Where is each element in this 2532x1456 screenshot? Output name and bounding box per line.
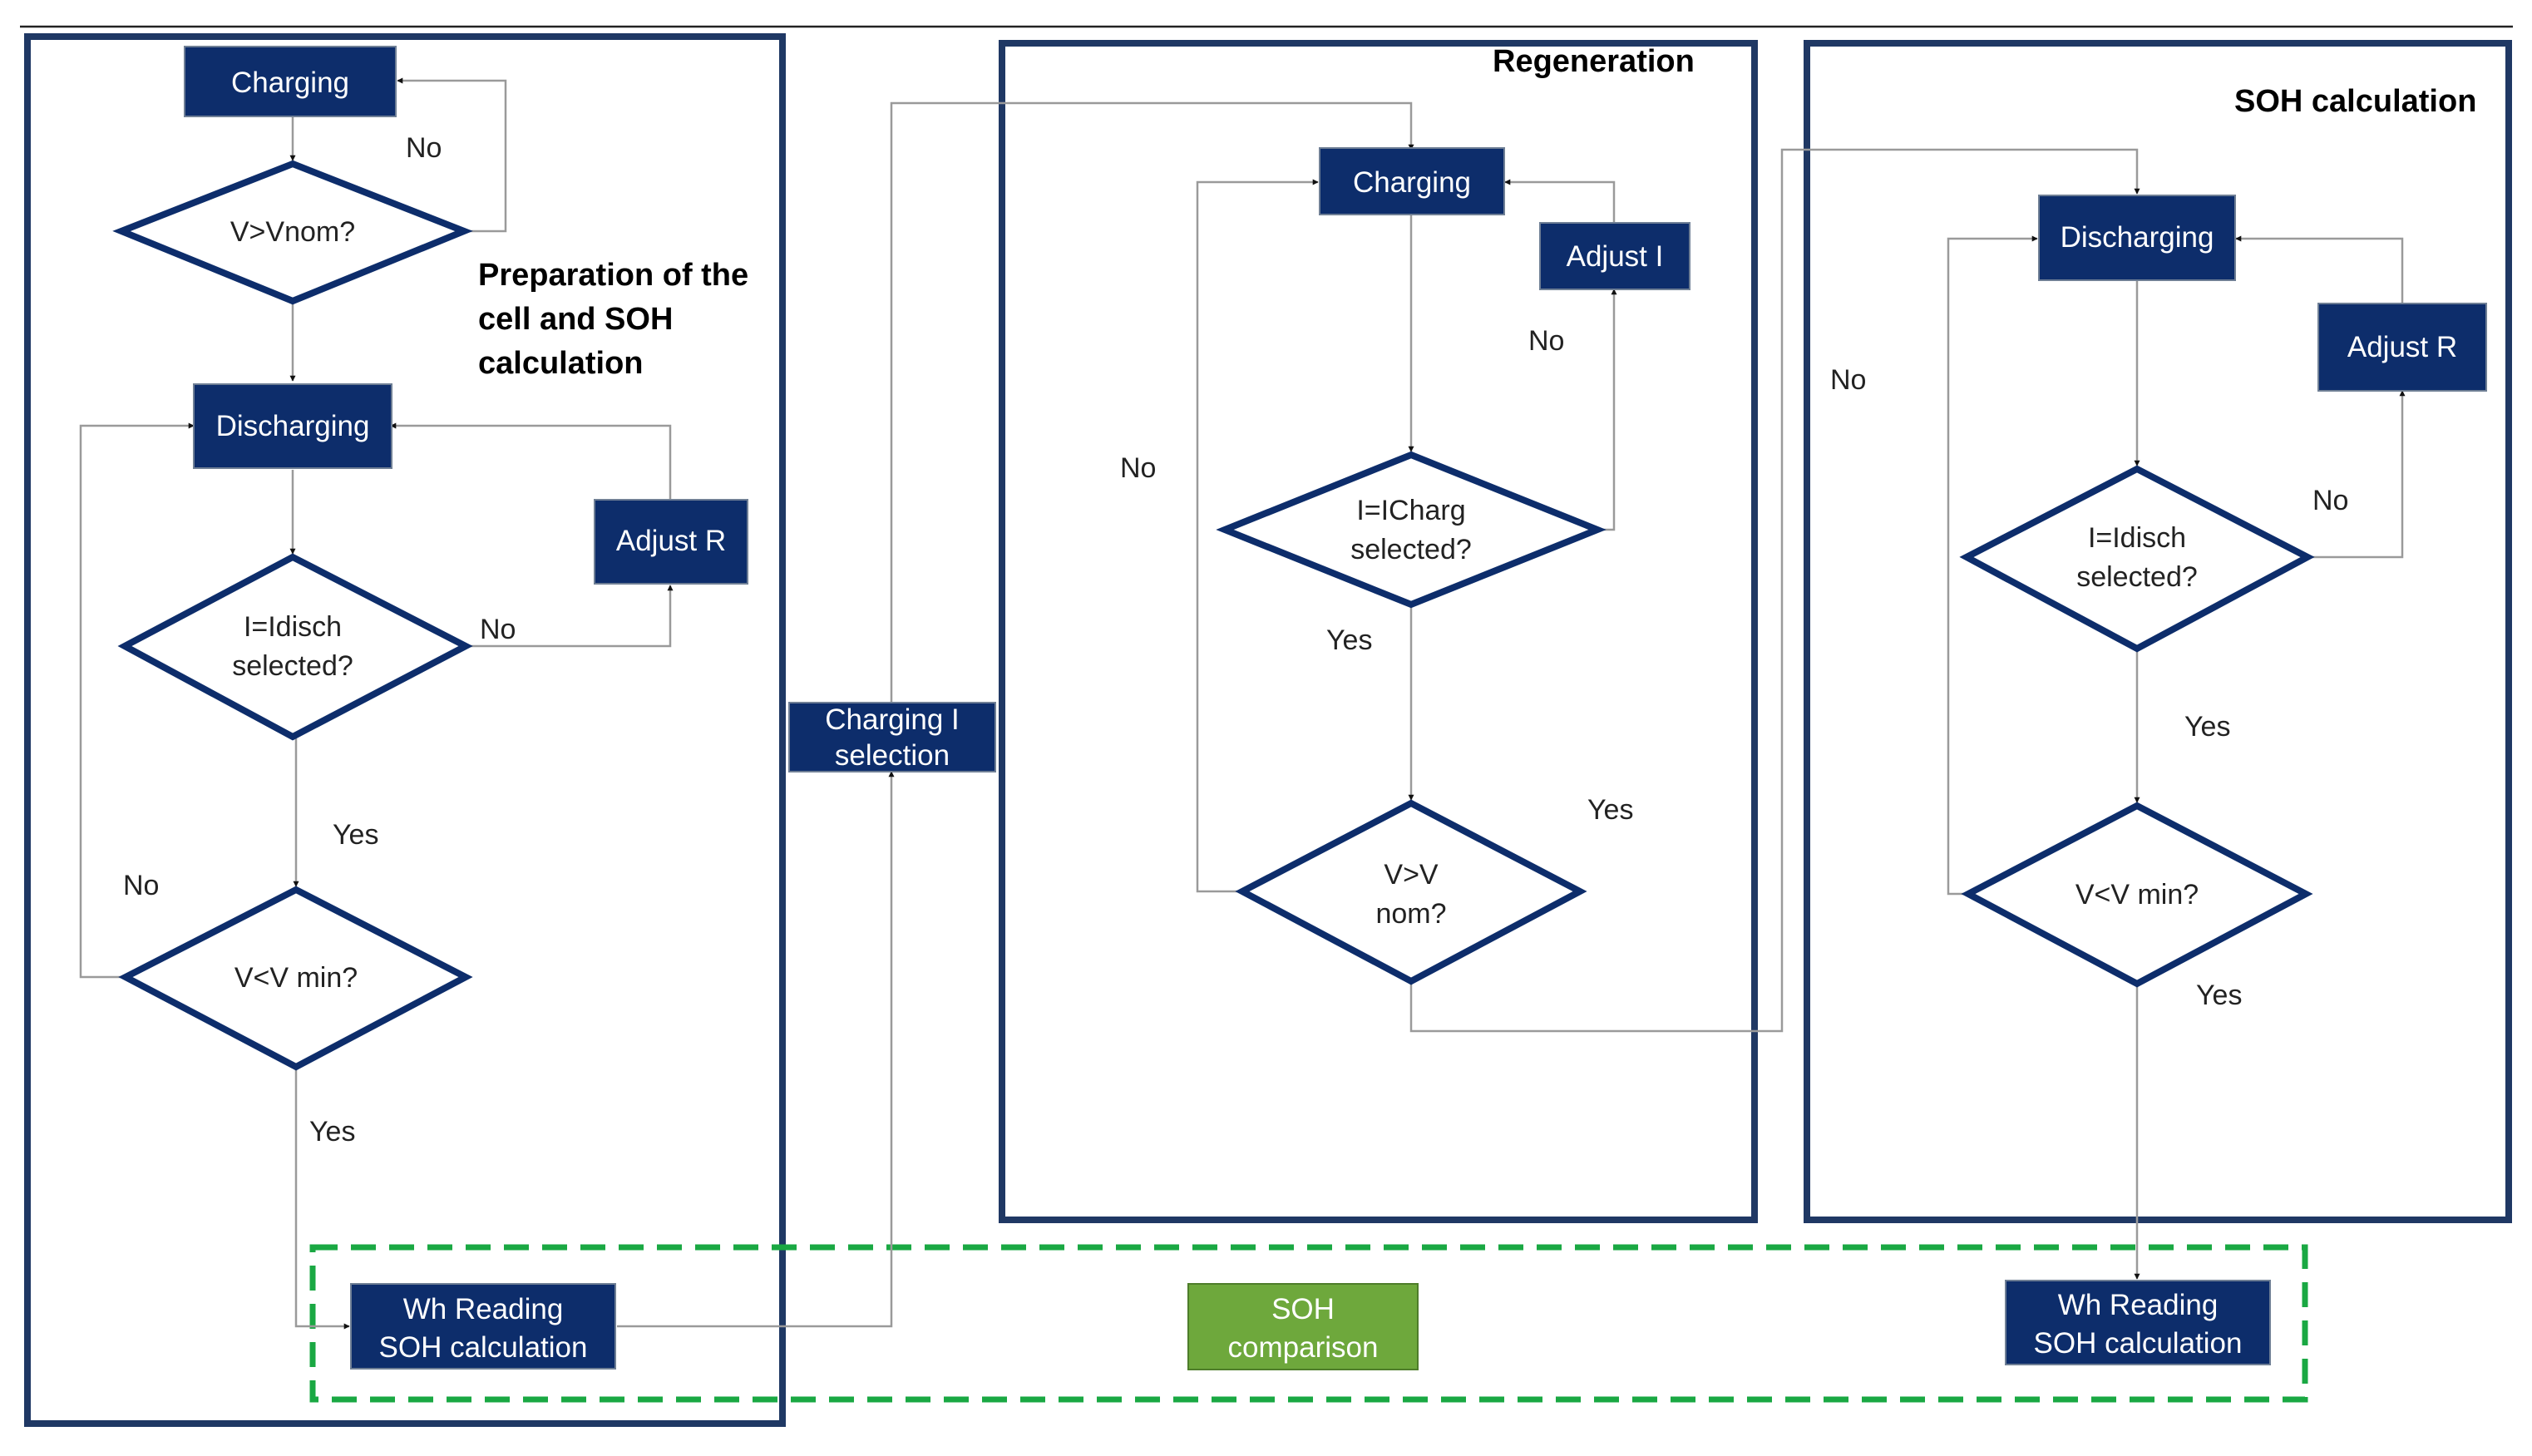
left-v-lt-vmin-diamond: V<V min? [118, 886, 473, 1071]
left-discharging-box: Discharging [193, 383, 392, 469]
soh-no-label-1: No [1830, 364, 1866, 396]
soh-comparison-box: SOH comparison [1187, 1283, 1419, 1370]
regeneration-connectors [890, 101, 2140, 1033]
svg-text:V>Vnom?: V>Vnom? [230, 216, 355, 248]
soh-connectors [1947, 235, 2406, 1280]
soh-i-idisch-diamond: I=Idisch selected? [1959, 465, 2315, 653]
regen-i-icharg-diamond: I=ICharg selected? [1216, 451, 1607, 609]
left-wh-reading-box: Wh Reading SOH calculation [350, 1283, 616, 1370]
svg-text:SOH calculation: SOH calculation [379, 1331, 588, 1364]
left-v-gt-vnom-diamond: V>Vnom? [112, 160, 473, 305]
preparation-title-line3: calculation [478, 346, 644, 381]
charging-i-selection-box: Charging I selection [788, 702, 996, 772]
left-no-label-2: No [480, 614, 516, 645]
soh-yes-label-1: Yes [2184, 711, 2230, 743]
svg-text:nom?: nom? [1375, 898, 1446, 930]
left-yes-label-1: Yes [333, 819, 378, 851]
soh-v-lt-vmin-diamond: V<V min? [1961, 802, 2313, 988]
regen-charging-box: Charging [1319, 147, 1505, 215]
svg-text:Charging: Charging [231, 67, 349, 99]
svg-text:SOH: SOH [1271, 1293, 1335, 1325]
regeneration-title: Regeneration [1493, 44, 1695, 79]
soh-yes-label-2: Yes [2196, 980, 2242, 1011]
svg-text:selected?: selected? [2076, 561, 2198, 593]
left-no-label-1: No [406, 132, 442, 164]
svg-text:Charging: Charging [1353, 166, 1471, 199]
svg-text:V<V min?: V<V min? [2075, 879, 2199, 911]
soh-calculation-frame [1804, 40, 2512, 1223]
svg-text:V>V: V>V [1384, 859, 1439, 891]
svg-text:comparison: comparison [1228, 1331, 1379, 1364]
svg-text:Wh Reading: Wh Reading [403, 1293, 564, 1325]
left-no-label-3: No [123, 870, 159, 901]
svg-text:I=ICharg: I=ICharg [1356, 495, 1465, 526]
soh-discharging-box: Discharging [2038, 195, 2236, 281]
soh-calculation-title: SOH calculation [2234, 84, 2476, 119]
soh-adjust-r-box: Adjust R [2317, 303, 2487, 392]
left-adjust-r-box: Adjust R [594, 499, 748, 585]
svg-text:V<V min?: V<V min? [234, 962, 358, 994]
regen-yes-label-1: Yes [1326, 624, 1372, 656]
svg-text:SOH calculation: SOH calculation [2034, 1327, 2243, 1360]
soh-dashed-region [309, 1244, 2308, 1403]
left-yes-label-2: Yes [309, 1116, 355, 1148]
preparation-title-line2: cell and SOH [478, 302, 673, 337]
preparation-title: Preparation of the [478, 258, 748, 293]
svg-text:Adjust R: Adjust R [616, 525, 726, 557]
svg-text:I=Idisch: I=Idisch [2088, 522, 2186, 554]
regen-adjust-i-box: Adjust I [1539, 222, 1690, 290]
regeneration-frame [999, 40, 1758, 1223]
preparation-frame [24, 33, 786, 1427]
svg-text:selected?: selected? [232, 650, 353, 682]
regen-no-label-2: No [1120, 452, 1156, 484]
svg-text:selection: selection [835, 739, 950, 772]
soh-no-label-2: No [2312, 485, 2348, 516]
soh-wh-reading-box: Wh Reading SOH calculation [2005, 1280, 2271, 1365]
svg-text:Discharging: Discharging [216, 410, 370, 442]
svg-text:Wh Reading: Wh Reading [2058, 1289, 2219, 1321]
regen-yes-label-2: Yes [1587, 794, 1633, 826]
regen-no-label-1: No [1528, 325, 1564, 357]
svg-text:Adjust R: Adjust R [2347, 331, 2457, 363]
svg-text:selected?: selected? [1350, 534, 1472, 565]
svg-text:Charging I: Charging I [825, 703, 959, 736]
regen-v-gt-vnom-diamond: V>V nom? [1235, 799, 1587, 985]
svg-text:Adjust I: Adjust I [1567, 240, 1664, 273]
left-i-idisch-diamond: I=Idisch selected? [117, 553, 473, 741]
left-connectors [79, 77, 895, 1330]
svg-text:I=Idisch: I=Idisch [244, 611, 342, 643]
left-charging-box: Charging [184, 46, 397, 117]
svg-text:Discharging: Discharging [2061, 221, 2214, 254]
